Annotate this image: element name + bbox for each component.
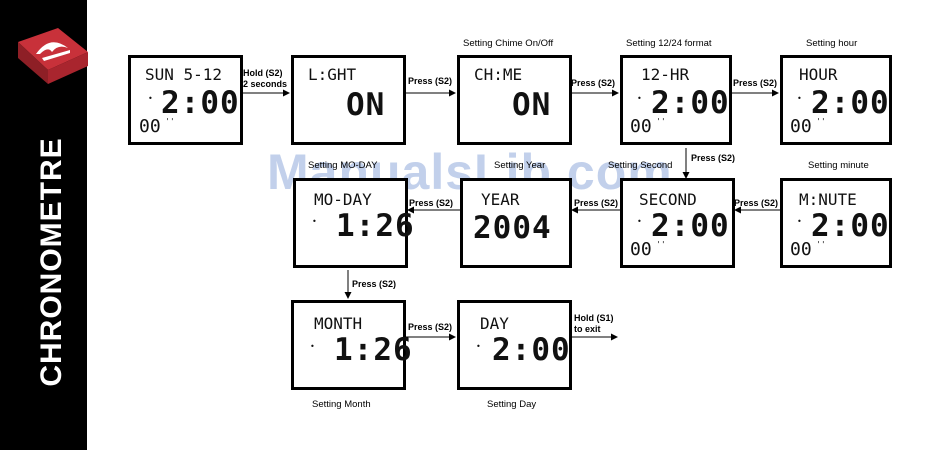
screen-1224-suffix: '' [656, 117, 666, 126]
arrow-label-hold: Hold (S2) 2 seconds [243, 68, 287, 90]
screen-1224-sec: 00 [630, 116, 652, 137]
arrow-label-press-4: Press (S2) [691, 153, 736, 163]
screen-second-dot: • [637, 217, 642, 226]
arrow-label-press-2: Press (S2) [571, 78, 616, 88]
screen-light-top: L:GHT [308, 65, 357, 84]
caption-minute: Setting minute [808, 160, 869, 171]
screen-moday-main: 1:26 [336, 208, 415, 244]
label-hold-s2: Hold (S2) [243, 68, 283, 78]
arrow-label-press-5: Press (S2) [734, 198, 779, 208]
screen-moday-dot: • [312, 217, 317, 226]
screen-hour-sec: 00 [790, 116, 812, 137]
screen-day-dot: • [476, 342, 481, 351]
screen-chime-top: CH:ME [474, 65, 523, 84]
watch-screen-second: SECOND • 2:00 00 '' [620, 178, 735, 268]
screen-second-main: 2:00 [651, 208, 730, 244]
arrow-label-press-1: Press (S2) [408, 76, 453, 86]
watch-screen-1224: 12-HR • 2:00 00 '' [620, 55, 732, 145]
screen-minute-suffix: '' [816, 240, 826, 249]
caption-moday: Setting MO-DAY [308, 160, 378, 171]
caption-hour: Setting hour [806, 38, 858, 49]
screen-hour-dot: • [797, 94, 802, 103]
watch-screen-year: YEAR 2004 [460, 178, 572, 268]
arrow-label-press-6: Press (S2) [574, 198, 619, 208]
label-to-exit: to exit [574, 324, 601, 334]
arrow-label-press-8: Press (S2) [352, 279, 397, 289]
watch-screen-start: SUN 5-12 • 2:00 00 '' [128, 55, 243, 145]
screen-second-sec: 00 [630, 239, 652, 260]
brand-logo-icon [14, 24, 92, 88]
caption-chime: Setting Chime On/Off [463, 38, 554, 49]
watch-screen-hour: HOUR • 2:00 00 '' [780, 55, 892, 145]
screen-start-dot: • [148, 94, 153, 103]
caption-day: Setting Day [487, 399, 537, 410]
arrow-label-exit: Hold (S1) to exit [574, 313, 614, 335]
screen-hour-main: 2:00 [811, 85, 890, 121]
screen-minute-dot: • [797, 217, 802, 226]
screen-minute-sec: 00 [790, 239, 812, 260]
screen-light-main: ON [346, 87, 386, 123]
screen-month-main: 1:26 [334, 332, 413, 368]
caption-second: Setting Second [608, 160, 673, 171]
screen-start-sec: 00 [139, 116, 161, 137]
screen-1224-main: 2:00 [651, 85, 730, 121]
caption-year: Setting Year [494, 160, 546, 171]
watch-screen-day: DAY • 2:00 [457, 300, 572, 390]
caption-month: Setting Month [312, 399, 371, 410]
screen-second-top: SECOND [639, 190, 697, 209]
screen-start-main: 2:00 [161, 85, 240, 121]
screen-minute-top: M:NUTE [799, 190, 857, 209]
arrow-label-press-7: Press (S2) [409, 198, 454, 208]
screen-day-main: 2:00 [492, 332, 571, 368]
watch-screen-minute: M:NUTE • 2:00 00 '' [780, 178, 892, 268]
watch-screen-chime: CH:ME ON [457, 55, 572, 145]
screen-1224-top: 12-HR [641, 65, 690, 84]
screen-year-top: YEAR [481, 190, 520, 209]
label-two-seconds: 2 seconds [243, 79, 288, 89]
screen-start-suffix: '' [165, 117, 175, 126]
arrow-label-press-3: Press (S2) [733, 78, 778, 88]
screen-month-dot: • [310, 342, 315, 351]
screen-moday-top: MO-DAY [314, 190, 372, 209]
arrow-label-press-9: Press (S2) [408, 322, 453, 332]
screen-second-suffix: '' [656, 240, 666, 249]
screen-year-main: 2004 [473, 210, 552, 246]
screen-hour-top: HOUR [799, 65, 838, 84]
screen-start-top: SUN 5-12 [145, 65, 223, 84]
screen-month-top: MONTH [314, 314, 363, 333]
watch-screen-month: MONTH • 1:26 [291, 300, 412, 390]
watch-screen-moday: MO-DAY • 1:26 [293, 178, 414, 268]
screen-1224-dot: • [637, 94, 642, 103]
caption-format: Setting 12/24 format [626, 38, 712, 49]
screen-hour-suffix: '' [816, 117, 826, 126]
screen-minute-main: 2:00 [811, 208, 890, 244]
label-hold-s1: Hold (S1) [574, 313, 614, 323]
watch-screen-light: L:GHT ON [291, 55, 406, 145]
screen-day-top: DAY [480, 314, 509, 333]
screen-chime-main: ON [512, 87, 552, 123]
